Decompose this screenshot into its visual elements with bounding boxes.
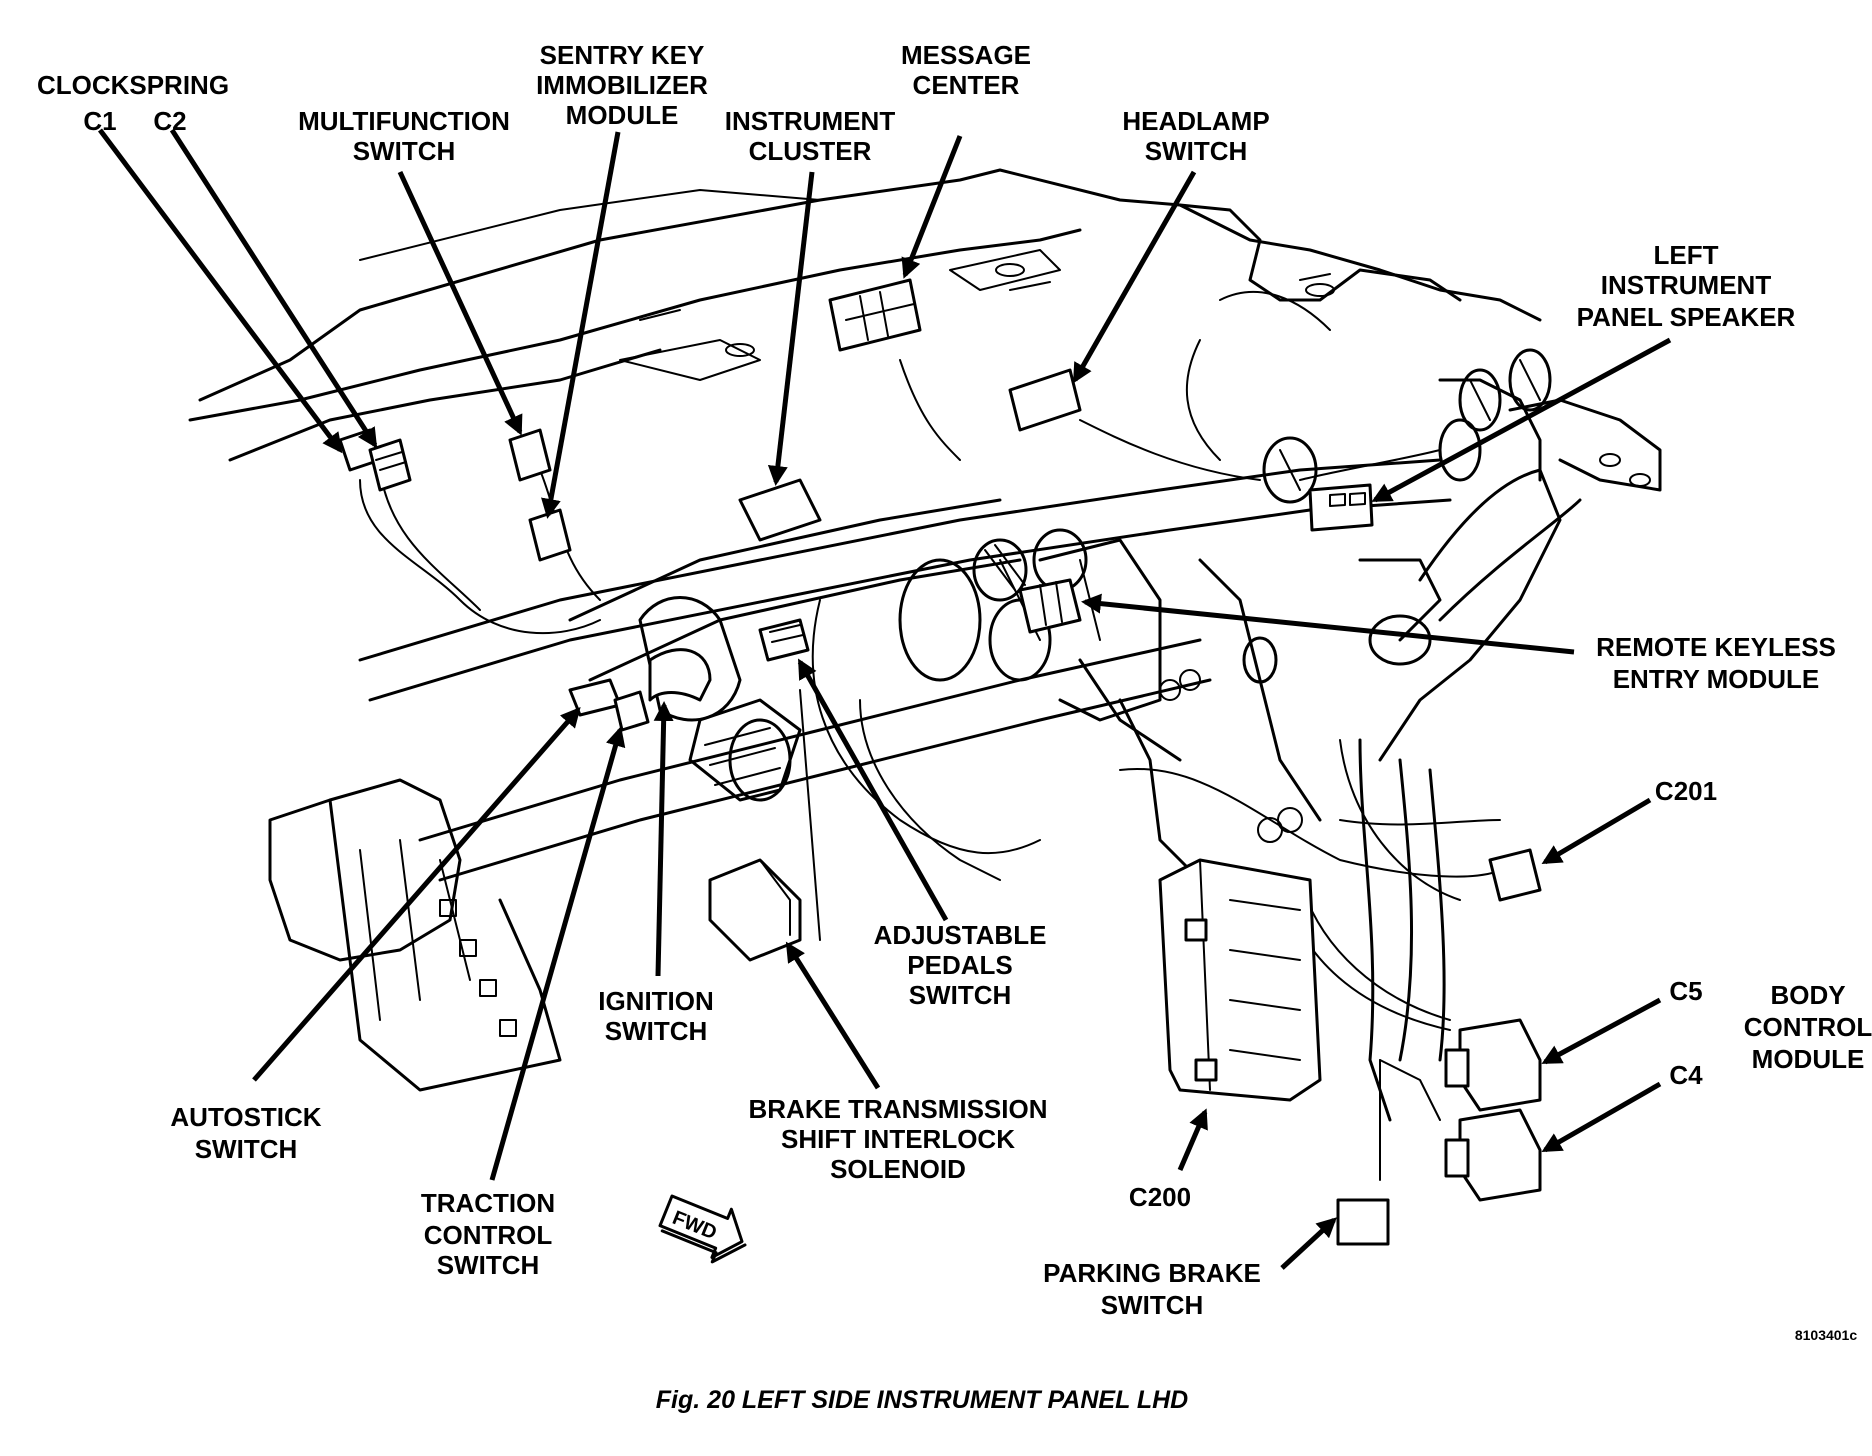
label-traction-1: TRACTION: [421, 1188, 555, 1218]
label-bcm-1: BODY: [1770, 980, 1845, 1010]
label-sentry-3: MODULE: [566, 100, 679, 130]
label-parking-1: PARKING BRAKE: [1043, 1258, 1261, 1288]
parking-brake-switch: [1336, 1198, 1390, 1246]
bcm-c4-connector: [1458, 1108, 1542, 1202]
label-c2: C2: [153, 106, 186, 136]
bcm-c5-connector: [1458, 1018, 1542, 1112]
label-headlamp-1: HEADLAMP: [1122, 106, 1269, 136]
label-pedals-3: SWITCH: [909, 980, 1012, 1010]
sentry-key-module-connector: [528, 508, 572, 562]
label-c201: C201: [1655, 776, 1717, 806]
label-traction-3: SWITCH: [437, 1250, 540, 1280]
label-multifunction-2: SWITCH: [353, 136, 456, 166]
label-c1: C1: [83, 106, 116, 136]
message-center-connector: [828, 278, 922, 352]
clockspring-c2-connector: [368, 438, 412, 492]
label-headlamp-2: SWITCH: [1145, 136, 1248, 166]
label-multifunction-1: MULTIFUNCTION: [298, 106, 510, 136]
left-ip-speaker-connector: [1308, 483, 1374, 532]
label-parking-2: SWITCH: [1101, 1290, 1204, 1320]
label-speaker-3: PANEL SPEAKER: [1577, 302, 1796, 332]
c200-connector: [1158, 858, 1322, 1102]
label-cluster-2: CLUSTER: [749, 136, 872, 166]
label-bcm-2: CONTROL: [1744, 1012, 1872, 1042]
c201-connector: [1488, 848, 1542, 902]
label-pedals-2: PEDALS: [907, 950, 1012, 980]
label-c200: C200: [1129, 1182, 1191, 1212]
label-clockspring: CLOCKSPRING: [37, 70, 229, 100]
label-message-2: CENTER: [913, 70, 1020, 100]
instrument-cluster-connector: [738, 478, 822, 542]
label-ignition-2: SWITCH: [605, 1016, 708, 1046]
label-sentry-2: IMMOBILIZER: [536, 70, 708, 100]
traction-control-switch: [613, 690, 650, 732]
label-speaker-1: LEFT: [1654, 240, 1719, 270]
headlamp-switch-connector: [1008, 368, 1082, 432]
figure-caption: Fig. 20 LEFT SIDE INSTRUMENT PANEL LHD: [656, 1386, 1188, 1414]
label-rke-1: REMOTE KEYLESS: [1596, 632, 1836, 662]
label-c4: C4: [1669, 1060, 1703, 1090]
label-autostick-2: SWITCH: [195, 1134, 298, 1164]
figure-code: 8103401c: [1795, 1327, 1858, 1343]
label-message-1: MESSAGE: [901, 40, 1031, 70]
label-bcm-3: MODULE: [1752, 1044, 1865, 1074]
multifunction-switch-connector: [508, 428, 552, 482]
fwd-arrow-icon: FWD: [658, 1194, 747, 1264]
ignition-switch: [648, 648, 712, 702]
label-rke-2: ENTRY MODULE: [1613, 664, 1820, 694]
instrument-panel-artwork: [188, 168, 1662, 1246]
label-ignition-1: IGNITION: [598, 986, 714, 1016]
callout-labels: CLOCKSPRING C1 C2 MULTIFUNCTION SWITCH S…: [37, 40, 1872, 1414]
btsi-solenoid: [708, 858, 802, 962]
label-cluster-1: INSTRUMENT: [725, 106, 896, 136]
label-sentry-1: SENTRY KEY: [540, 40, 705, 70]
label-speaker-2: INSTRUMENT: [1601, 270, 1772, 300]
label-c5: C5: [1669, 976, 1702, 1006]
label-btsi-2: SHIFT INTERLOCK: [781, 1124, 1015, 1154]
label-autostick-1: AUTOSTICK: [170, 1102, 321, 1132]
label-pedals-1: ADJUSTABLE: [874, 920, 1047, 950]
remote-keyless-entry-module: [1018, 578, 1082, 634]
label-btsi-3: SOLENOID: [830, 1154, 966, 1184]
leader-lines: [98, 128, 1672, 1270]
label-traction-2: CONTROL: [424, 1220, 553, 1250]
label-btsi-1: BRAKE TRANSMISSION: [748, 1094, 1047, 1124]
